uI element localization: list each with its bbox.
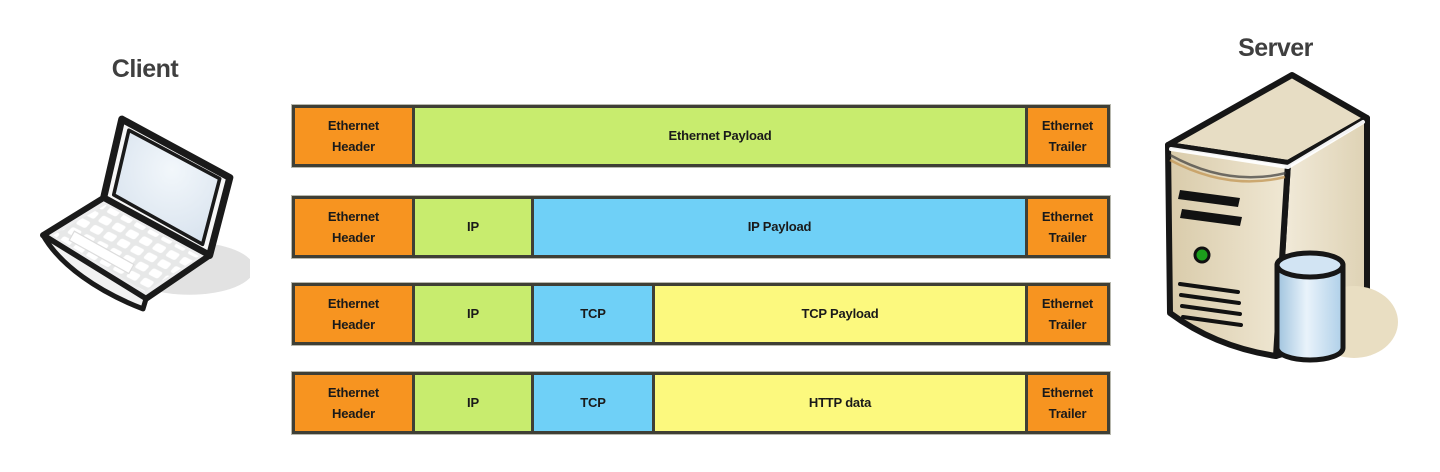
segment-label: Header (332, 139, 375, 154)
server-tower-icon (1165, 72, 1398, 363)
server-top-highlight (1169, 120, 1365, 169)
client-label: Client (111, 55, 179, 83)
frame-row-ip: Ethernet Header IP IP Payload Ethernet T… (292, 196, 1110, 258)
segment-label: Ethernet (1041, 295, 1094, 311)
encapsulation-rows: Ethernet Header Ethernet Payload Etherne… (292, 105, 1110, 435)
segment-tcp-payload: TCP Payload (652, 283, 1028, 345)
segment-label: HTTP data (808, 395, 872, 411)
segment-label: IP (467, 306, 479, 322)
segment-ethernet-header: Ethernet Header (292, 283, 415, 345)
server-vent-line (1179, 293, 1241, 305)
segment-label: IP (467, 395, 479, 411)
segment-label: TCP (580, 306, 606, 322)
server-vent-line (1178, 282, 1240, 294)
segment-http-data: HTTP data (652, 372, 1028, 434)
segment-ethernet-header: Ethernet Header (292, 196, 415, 258)
segment-tcp-header: TCP (531, 372, 655, 434)
server-vent-line (1181, 315, 1243, 327)
segment-label: Trailer (1048, 317, 1087, 332)
segment-label: Header (332, 317, 375, 332)
database-body (1274, 262, 1346, 363)
database-top (1274, 250, 1346, 280)
segment-ethernet-header: Ethernet Header (292, 372, 415, 434)
segment-tcp-header: TCP (531, 283, 655, 345)
frame-row-ethernet: Ethernet Header Ethernet Payload Etherne… (292, 105, 1110, 167)
server-label: Server (1238, 34, 1313, 62)
segment-label: Ethernet Payload (668, 128, 772, 144)
laptop-spacebar (68, 230, 135, 275)
segment-label: Ethernet (327, 384, 380, 400)
segment-label: Header (332, 230, 375, 245)
laptop-keys (53, 204, 200, 292)
segment-label: TCP (580, 395, 606, 411)
laptop-icon (40, 115, 250, 312)
segment-label: Trailer (1048, 230, 1087, 245)
segment-ip-header: IP (412, 283, 534, 345)
server-vent-slit (1180, 209, 1242, 226)
segment-ethernet-header: Ethernet Header (292, 105, 415, 167)
segment-ethernet-trailer: Ethernet Trailer (1025, 283, 1110, 345)
segment-label: TCP Payload (801, 306, 879, 322)
server-bezel-crease (1169, 153, 1287, 179)
segment-label: Ethernet (1041, 117, 1094, 133)
frame-row-tcp: Ethernet Header IP TCP TCP Payload Ether… (292, 283, 1110, 345)
segment-label: Header (332, 406, 375, 421)
segment-label: IP (467, 219, 479, 235)
segment-ethernet-trailer: Ethernet Trailer (1025, 105, 1110, 167)
server-power-led (1193, 246, 1211, 264)
segment-ethernet-trailer: Ethernet Trailer (1025, 196, 1110, 258)
segment-ethernet-trailer: Ethernet Trailer (1025, 372, 1110, 434)
frame-row-http: Ethernet Header IP TCP HTTP data Etherne… (292, 372, 1110, 434)
server-vent-slit (1178, 190, 1240, 207)
segment-label: Ethernet (327, 295, 380, 311)
segment-ethernet-payload: Ethernet Payload (412, 105, 1028, 167)
segment-ip-header: IP (412, 196, 534, 258)
segment-label: Ethernet (327, 117, 380, 133)
laptop-front-edge (40, 232, 149, 312)
segment-label: Ethernet (327, 208, 380, 224)
segment-label: Trailer (1048, 139, 1087, 154)
segment-label: Ethernet (1041, 208, 1094, 224)
server-bezel-accent (1169, 158, 1286, 183)
segment-label: Trailer (1048, 406, 1087, 421)
laptop-screen (111, 128, 222, 247)
segment-label: IP Payload (747, 219, 812, 235)
database-cylinder-icon (1274, 250, 1346, 363)
segment-ip-payload: IP Payload (531, 196, 1028, 258)
segment-ip-header: IP (412, 372, 534, 434)
server-vent-line (1180, 304, 1242, 316)
segment-label: Ethernet (1041, 384, 1094, 400)
